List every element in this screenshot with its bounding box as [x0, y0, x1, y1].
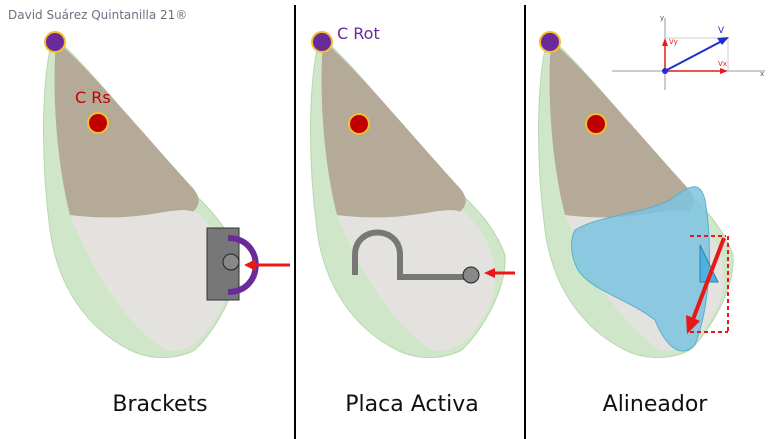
- active-plate-wire: [352, 229, 470, 280]
- panel-label-brackets: Brackets: [112, 392, 208, 417]
- rotation-center-dot: [311, 31, 333, 53]
- resistance-center-dot: [87, 112, 109, 134]
- vector-vy-label: Vy: [669, 38, 678, 46]
- panel-label-alineador: Alineador: [602, 392, 708, 417]
- force-arrow-head: [686, 315, 700, 334]
- panel-label-placa-activa: Placa Activa: [345, 392, 479, 417]
- bracket: [206, 227, 259, 301]
- vector-v-label: V: [718, 26, 725, 36]
- tooth-brackets: [43, 39, 239, 358]
- resistance-center-dot: [348, 113, 370, 135]
- y-axis-label: y: [660, 14, 665, 22]
- x-axis-label: x: [760, 70, 765, 78]
- tooth-placa-activa: [310, 39, 506, 358]
- force-arrow: [690, 237, 726, 323]
- rotation-center-label: C Rot: [337, 24, 380, 43]
- resistance-center-label: C Rs: [75, 88, 111, 107]
- vector-vx-label: Vx: [718, 60, 727, 68]
- force-arrow-head: [484, 268, 495, 278]
- aligner: [571, 186, 710, 352]
- rotation-center-dot: [539, 31, 561, 53]
- wire-ball: [462, 266, 480, 284]
- force-arrow-head: [244, 259, 256, 271]
- resistance-center-dot: [585, 113, 607, 135]
- watermark: David Suárez Quintanilla 21®: [8, 8, 188, 22]
- vector-inset: [608, 14, 768, 96]
- force-decomposition: [690, 235, 729, 333]
- rotation-center-dot: [44, 31, 66, 53]
